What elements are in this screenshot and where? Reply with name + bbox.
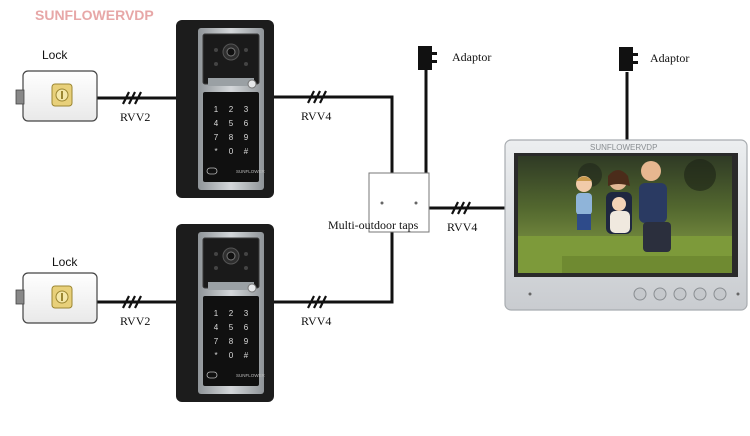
key-4: 4: [214, 323, 219, 332]
indoor-monitor: SUNFLOWERVDP: [504, 139, 748, 311]
multi-outdoor-taps-box: Multi-outdoor taps: [328, 172, 430, 233]
keypad: 1 2 3 4 5 6 7 8 9 * 0 #: [214, 309, 249, 360]
rfid-icon: [206, 371, 218, 379]
lock-bottom: Lock: [15, 255, 98, 324]
door-panel-bottom: 1 2 3 4 5 6 7 8 9 * 0 # SUNFLOWER: [176, 224, 274, 402]
key-1: 1: [214, 309, 219, 318]
key-5: 5: [229, 119, 234, 128]
monitor-buttons: [633, 287, 727, 301]
monitor-brand: SUNFLOWERVDP: [590, 143, 657, 152]
door-panel-top: 1 2 3 4 5 6 7 8 9 * 0 # SUNFLOWER: [176, 20, 274, 198]
key-2: 2: [229, 309, 234, 318]
key-5: 5: [229, 323, 234, 332]
taps-label: Multi-outdoor taps: [328, 218, 419, 232]
key-hash: #: [244, 147, 249, 156]
key-0: 0: [229, 351, 234, 360]
key-8: 8: [229, 133, 234, 142]
panel-brand: SUNFLOWER: [236, 169, 266, 174]
lock-label: Lock: [42, 48, 68, 62]
rfid-icon: [206, 167, 218, 175]
adaptor-label: Adaptor: [650, 51, 689, 65]
watermark: SUNFLOWERVDP: [35, 7, 154, 23]
key-8: 8: [229, 337, 234, 346]
key-9: 9: [244, 133, 249, 142]
monitor-screen-image: [518, 156, 732, 273]
key-star: *: [214, 351, 217, 360]
adaptor-right: Adaptor: [619, 47, 689, 71]
lock-label: Lock: [52, 255, 78, 269]
panel-brand: SUNFLOWER: [236, 373, 266, 378]
key-6: 6: [244, 119, 249, 128]
key-3: 3: [244, 309, 249, 318]
cable-label-rvv4-monitor: RVV4: [447, 220, 477, 234]
keypad: 1 2 3 4 5 6 7 8 9 * 0 #: [214, 105, 249, 156]
lock-top: Lock: [15, 48, 98, 122]
key-0: 0: [229, 147, 234, 156]
cable-label-rvv4-bottom: RVV4: [301, 314, 331, 328]
key-7: 7: [214, 133, 219, 142]
adaptor-left: Adaptor: [418, 46, 491, 70]
key-4: 4: [214, 119, 219, 128]
key-star: *: [214, 147, 217, 156]
key-2: 2: [229, 105, 234, 114]
cable-label-rvv2-bottom: RVV2: [120, 314, 150, 328]
key-6: 6: [244, 323, 249, 332]
key-7: 7: [214, 337, 219, 346]
adaptor-label: Adaptor: [452, 50, 491, 64]
key-9: 9: [244, 337, 249, 346]
key-hash: #: [244, 351, 249, 360]
cable-label-rvv4-top: RVV4: [301, 109, 331, 123]
key-3: 3: [244, 105, 249, 114]
cable-label-rvv2-top: RVV2: [120, 110, 150, 124]
key-1: 1: [214, 105, 219, 114]
